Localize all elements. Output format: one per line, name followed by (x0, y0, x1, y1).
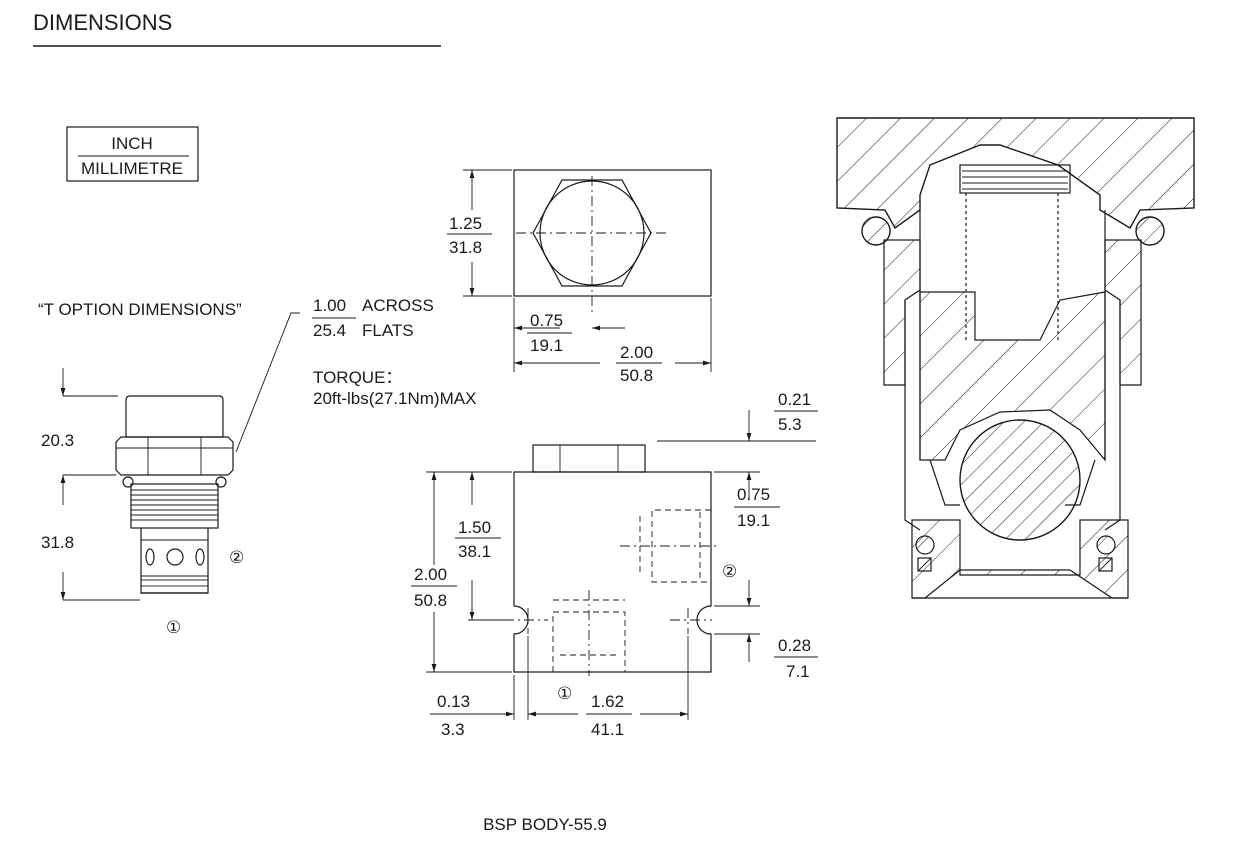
front-port2-label: ② (722, 562, 737, 581)
page-title: DIMENSIONS (33, 10, 172, 35)
top-center-mm: 19.1 (530, 336, 563, 355)
flats-text: FLATS (362, 321, 414, 340)
front-left-offset-mm: 3.3 (441, 720, 465, 739)
front-hex-mm: 5.3 (778, 415, 802, 434)
top-height-inch: 1.25 (449, 214, 482, 233)
front-port1-label: ① (557, 684, 572, 703)
front-port1-height-inch: 1.50 (458, 518, 491, 537)
front-port1-height-mm: 38.1 (458, 542, 491, 561)
cartridge-port2-label: ② (229, 548, 244, 567)
flats-mm: 25.4 (313, 321, 346, 340)
front-left-offset-inch: 0.13 (437, 692, 470, 711)
front-total-height-inch: 2.00 (414, 565, 447, 584)
units-legend: INCH MILLIMETRE (66, 126, 199, 182)
front-port2-mm: 19.1 (737, 511, 770, 530)
across-text: ACROSS (362, 296, 434, 315)
thread-hatch (962, 170, 1068, 190)
footer-caption: BSP BODY-55.9 (483, 815, 607, 834)
top-height-mm: 31.8 (449, 238, 482, 257)
valve-cross-section (836, 117, 1195, 599)
torque-value: 20ft-lbs(27.1Nm)MAX (313, 389, 476, 408)
t-option-annotation: “T OPTION DIMENSIONS” 1.00 25.4 ACROSS F… (38, 296, 476, 453)
front-total-height-mm: 50.8 (414, 591, 447, 610)
cartridge-lower-mm: 31.8 (41, 533, 74, 552)
front-bottom-inch: 0.28 (778, 636, 811, 655)
units-inch-label: INCH (111, 134, 153, 153)
top-center-inch: 0.75 (530, 311, 563, 330)
body-front-view: ② ① 0.21 5.3 0.75 19.1 0.28 7.1 1.50 38.… (411, 390, 818, 739)
cartridge-port1-label: ① (166, 618, 181, 637)
cartridge-upper-mm: 20.3 (41, 431, 74, 450)
units-mm-label: MILLIMETRE (81, 159, 183, 178)
t-option-label: “T OPTION DIMENSIONS” (38, 300, 242, 319)
body-top-view: 1.25 31.8 0.75 19.1 2.00 50.8 (447, 169, 712, 385)
torque-label: TORQUE： (313, 368, 402, 387)
front-hex-inch: 0.21 (778, 390, 811, 409)
front-bottom-mm: 7.1 (786, 662, 810, 681)
top-width-mm: 50.8 (620, 366, 653, 385)
front-hole-span-mm: 41.1 (591, 720, 624, 739)
front-port2-inch: 0.75 (737, 485, 770, 504)
flats-inch: 1.00 (313, 296, 346, 315)
front-hole-span-inch: 1.62 (591, 692, 624, 711)
top-width-inch: 2.00 (620, 343, 653, 362)
cartridge-side-view: 20.3 31.8 ② ① (41, 368, 244, 637)
